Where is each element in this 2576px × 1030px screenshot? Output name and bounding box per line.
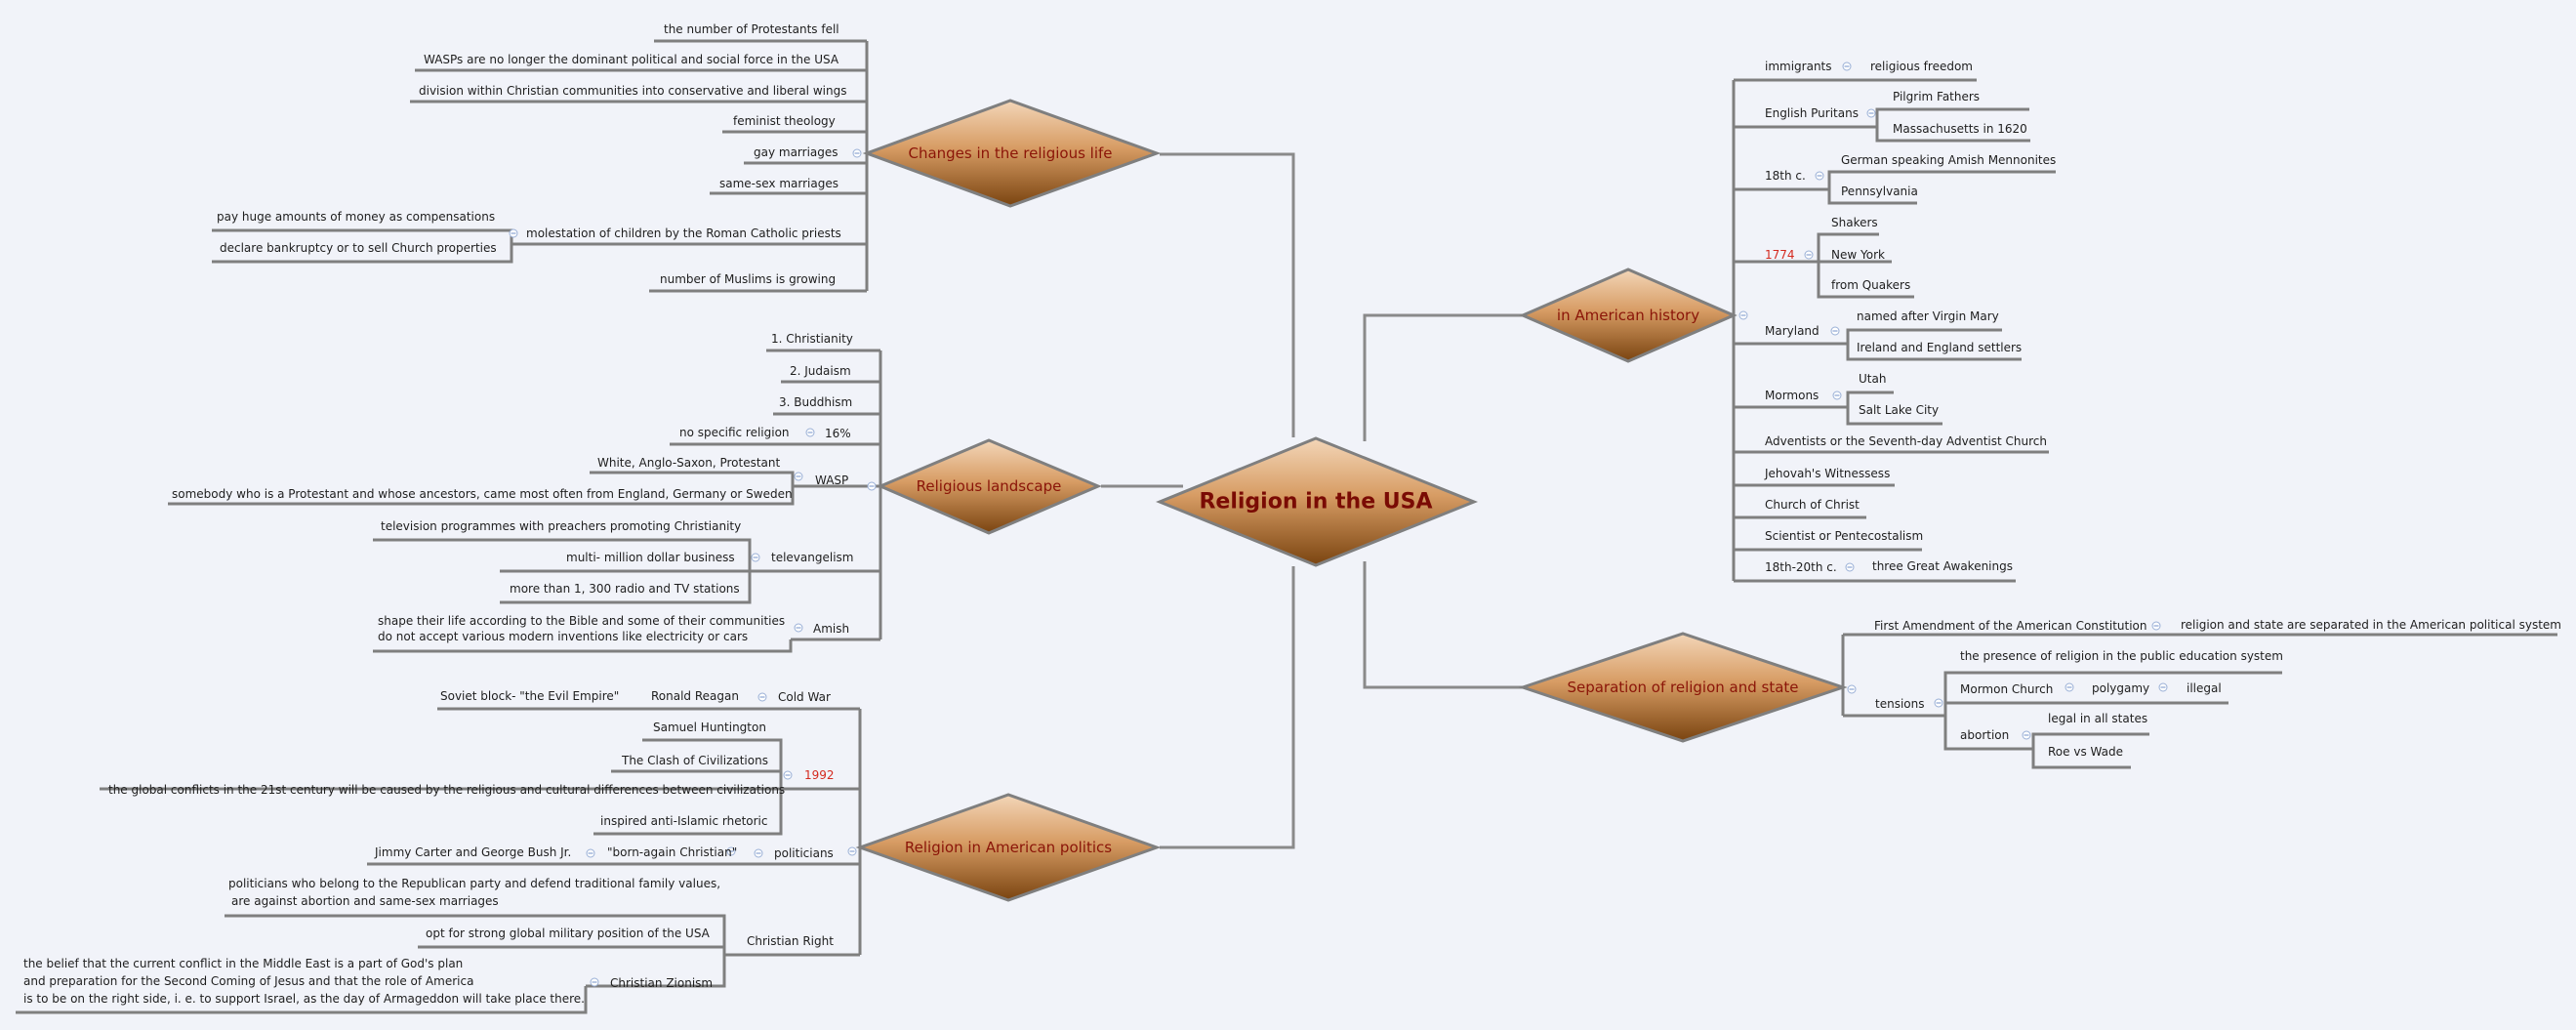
branch-node-changes[interactable]: Changes in the religious life bbox=[862, 99, 1162, 208]
politics-item-9: "born-again Christian" bbox=[607, 845, 737, 859]
landscape-item-1: 2. Judaism bbox=[790, 364, 851, 378]
landscape-item-0: 1. Christianity bbox=[771, 332, 853, 346]
landscape-item-3: 16% bbox=[825, 427, 851, 440]
landscape-item-11: more than 1, 300 radio and TV stations bbox=[510, 582, 740, 596]
branch-node-politics[interactable]: Religion in American politics bbox=[855, 793, 1162, 902]
history-item-16: Utah bbox=[1859, 372, 1886, 386]
history-item-19: Jehovah's Witnessess bbox=[1764, 467, 1890, 480]
branch-node-history[interactable]: in American history bbox=[1519, 268, 1738, 363]
landscape-item-13: shape their life according to the Bible … bbox=[378, 614, 785, 628]
history-item-1: religious freedom bbox=[1870, 60, 1973, 73]
politics-item-10: Jimmy Carter and George Bush Jr. bbox=[374, 845, 571, 859]
branch-title-changes: Changes in the religious life bbox=[908, 144, 1112, 162]
changes-item-9: number of Muslims is growing bbox=[660, 272, 836, 286]
politics-item-18: is to be on the right side, i. e. to sup… bbox=[23, 992, 585, 1006]
separation-subtree: First Amendment of the American Constitu… bbox=[1841, 618, 2561, 769]
changes-item-4: gay marriages bbox=[754, 145, 838, 159]
politics-item-6: the global conflicts in the 21st century… bbox=[108, 783, 785, 797]
changes-item-8: declare bankruptcy or to sell Church pro… bbox=[220, 241, 497, 255]
landscape-item-2: 3. Buddhism bbox=[779, 395, 852, 409]
changes-item-3: feminist theology bbox=[733, 114, 836, 128]
politics-item-3: 1992 bbox=[804, 768, 835, 782]
history-item-15: Mormons bbox=[1765, 389, 1819, 402]
separation-item-4: Mormon Church bbox=[1960, 682, 2053, 696]
politics-item-1: Ronald Reagan bbox=[651, 689, 739, 703]
center-connectors bbox=[1101, 152, 1523, 849]
branch-title-separation: Separation of religion and state bbox=[1567, 679, 1798, 696]
landscape-item-7: somebody who is a Protestant and whose a… bbox=[172, 487, 793, 501]
history-item-3: Pilgrim Fathers bbox=[1893, 90, 1980, 103]
landscape-item-14: do not accept various modern inventions … bbox=[378, 630, 748, 643]
separation-item-0: First Amendment of the American Constitu… bbox=[1874, 619, 2147, 633]
landscape-subtree: 1. Christianity 2. Judaism 3. Buddhism 1… bbox=[168, 332, 882, 653]
branch-title-history: in American history bbox=[1557, 307, 1699, 324]
landscape-item-4: no specific religion bbox=[679, 426, 790, 439]
branch-node-landscape[interactable]: Religious landscape bbox=[877, 438, 1102, 535]
history-item-5: 18th c. bbox=[1765, 169, 1806, 183]
history-item-18: Adventists or the Seventh-day Adventist … bbox=[1765, 434, 2047, 448]
changes-item-6: molestation of children by the Roman Cat… bbox=[526, 227, 841, 240]
politics-item-14: opt for strong global military position … bbox=[426, 927, 711, 940]
politics-item-17: and preparation for the Second Coming of… bbox=[23, 974, 473, 988]
branch-title-landscape: Religious landscape bbox=[917, 477, 1062, 495]
politics-item-16: the belief that the current conflict in … bbox=[23, 957, 463, 970]
history-item-9: Shakers bbox=[1831, 216, 1878, 229]
central-topic-title: Religion in the USA bbox=[1199, 490, 1432, 515]
history-item-4: Massachusetts in 1620 bbox=[1893, 122, 2027, 136]
history-item-21: Scientist or Pentecostalism bbox=[1765, 529, 1923, 543]
changes-subtree: the number of Protestants fell WASPs are… bbox=[212, 22, 869, 293]
separation-item-6: illegal bbox=[2187, 681, 2222, 695]
history-item-8: 1774 bbox=[1765, 248, 1795, 262]
history-item-0: immigrants bbox=[1765, 60, 1832, 73]
politics-item-8: politicians bbox=[774, 846, 834, 860]
politics-item-12: politicians who belong to the Republican… bbox=[228, 877, 720, 890]
landscape-item-5: WASP bbox=[815, 474, 848, 487]
history-item-11: from Quakers bbox=[1831, 278, 1910, 292]
history-item-10: New York bbox=[1831, 248, 1885, 262]
history-item-7: Pennsylvania bbox=[1841, 185, 1918, 198]
landscape-item-8: televangelism bbox=[771, 551, 853, 564]
history-subtree: immigrants religious freedom English Pur… bbox=[1732, 60, 2056, 583]
politics-item-2: Soviet block- "the Evil Empire" bbox=[440, 689, 619, 703]
politics-item-11: Christian Right bbox=[747, 934, 834, 948]
politics-item-15: Christian Zionism bbox=[610, 976, 713, 990]
history-item-17: Salt Lake City bbox=[1859, 403, 1939, 417]
separation-item-7: abortion bbox=[1960, 728, 2009, 742]
separation-item-9: Roe vs Wade bbox=[2048, 745, 2123, 759]
landscape-item-6: White, Anglo-Saxon, Protestant bbox=[597, 456, 781, 470]
landscape-item-9: television programmes with preachers pro… bbox=[381, 519, 741, 533]
politics-item-0: Cold War bbox=[778, 690, 831, 704]
politics-item-5: The Clash of Civilizations bbox=[621, 754, 768, 767]
landscape-item-10: multi- million dollar business bbox=[566, 551, 735, 564]
history-item-22: 18th-20th c. bbox=[1765, 560, 1837, 574]
separation-item-8: legal in all states bbox=[2048, 712, 2147, 725]
changes-item-1: WASPs are no longer the dominant politic… bbox=[424, 53, 839, 66]
history-item-13: named after Virgin Mary bbox=[1857, 309, 1999, 323]
history-item-23: three Great Awakenings bbox=[1872, 559, 2013, 573]
history-item-6: German speaking Amish Mennonites bbox=[1841, 153, 2056, 167]
changes-item-7: pay huge amounts of money as compensatio… bbox=[217, 210, 495, 224]
separation-item-3: the presence of religion in the public e… bbox=[1960, 649, 2283, 663]
branch-node-separation[interactable]: Separation of religion and state bbox=[1518, 632, 1848, 743]
history-item-14: Ireland and England settlers bbox=[1857, 341, 2022, 354]
branch-title-politics: Religion in American politics bbox=[905, 839, 1112, 856]
separation-item-1: religion and state are separated in the … bbox=[2181, 618, 2561, 632]
landscape-item-12: Amish bbox=[813, 622, 849, 636]
changes-item-2: division within Christian communities in… bbox=[419, 84, 846, 98]
changes-item-5: same-sex marriages bbox=[719, 177, 838, 190]
changes-item-0: the number of Protestants fell bbox=[664, 22, 839, 36]
separation-item-5: polygamy bbox=[2092, 681, 2149, 695]
politics-item-4: Samuel Huntington bbox=[653, 721, 766, 734]
central-topic[interactable]: Religion in the USA bbox=[1156, 436, 1479, 567]
history-item-20: Church of Christ bbox=[1765, 498, 1860, 512]
history-item-2: English Puritans bbox=[1765, 106, 1859, 120]
politics-subtree: Cold War Ronald Reagan Soviet block- "th… bbox=[16, 689, 862, 1014]
history-item-12: Maryland bbox=[1765, 324, 1820, 338]
politics-item-7: inspired anti-Islamic rhetoric bbox=[600, 814, 768, 828]
politics-item-13: are against abortion and same-sex marria… bbox=[231, 894, 499, 908]
separation-item-2: tensions bbox=[1875, 697, 1924, 711]
